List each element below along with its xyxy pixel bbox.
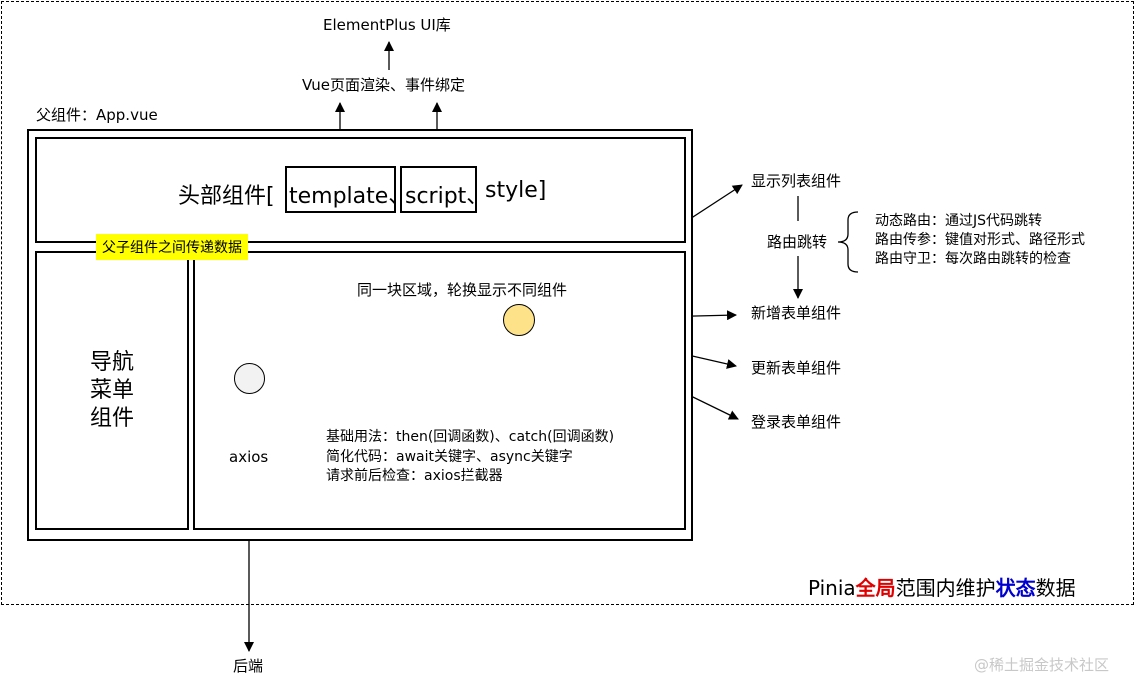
pinia-state: 状态 — [995, 576, 1036, 600]
parent-component-label: 父组件：App.vue — [36, 106, 158, 124]
backend-label: 后端 — [233, 657, 264, 675]
content-area-box — [193, 251, 686, 530]
nav-line-2: 菜单 — [89, 378, 134, 403]
nav-line-1: 导航 — [89, 350, 134, 375]
update-form-label: 更新表单组件 — [751, 359, 842, 377]
header-prefix: 头部组件[ — [178, 184, 275, 209]
pinia-region — [1, 1, 1134, 605]
router-label: 路由跳转 — [767, 233, 828, 251]
add-form-label: 新增表单组件 — [751, 304, 842, 322]
element-plus-label: ElementPlus UI库 — [323, 16, 451, 34]
axios-note-3: 请求前后检查：axios拦截器 — [326, 468, 503, 484]
request-circle — [234, 363, 265, 394]
data-passing-label: 父子组件之间传递数据 — [96, 234, 248, 260]
router-note-1: 动态路由：通过JS代码跳转 — [875, 213, 1043, 229]
axios-label: axios — [229, 448, 269, 466]
router-note-2: 路由传参：键值对形式、路径形式 — [875, 232, 1085, 248]
axios-note-1: 基础用法：then(回调函数)、catch(回调函数) — [326, 429, 615, 445]
nav-menu-label: 导航 菜单 组件 — [35, 349, 189, 433]
list-component-label: 显示列表组件 — [751, 172, 842, 190]
template-box: template、 — [285, 166, 410, 213]
swap-note: 同一块区域，轮换显示不同组件 — [357, 281, 568, 299]
axios-note-2: 简化代码：await关键字、async关键字 — [326, 449, 573, 465]
router-note-3: 路由守卫：每次路由跳转的检查 — [875, 251, 1071, 267]
pinia-scope: 范围内维护 — [895, 576, 996, 600]
pinia-global: 全局 — [855, 576, 896, 600]
pinia-data: 数据 — [1035, 576, 1076, 600]
pinia-label: Pinia全局范围内维护状态数据 — [808, 572, 1076, 601]
header-suffix: style] — [485, 178, 547, 203]
router-view-circle — [503, 304, 535, 336]
script-box: script、 — [400, 166, 488, 213]
nav-line-3: 组件 — [89, 406, 134, 431]
brace-router-notes — [837, 211, 859, 273]
watermark: @稀土掘金技术社区 — [974, 656, 1110, 674]
vue-render-label: Vue页面渲染、事件绑定 — [302, 76, 465, 94]
login-form-label: 登录表单组件 — [751, 413, 842, 431]
pinia-word: Pinia — [808, 576, 856, 600]
